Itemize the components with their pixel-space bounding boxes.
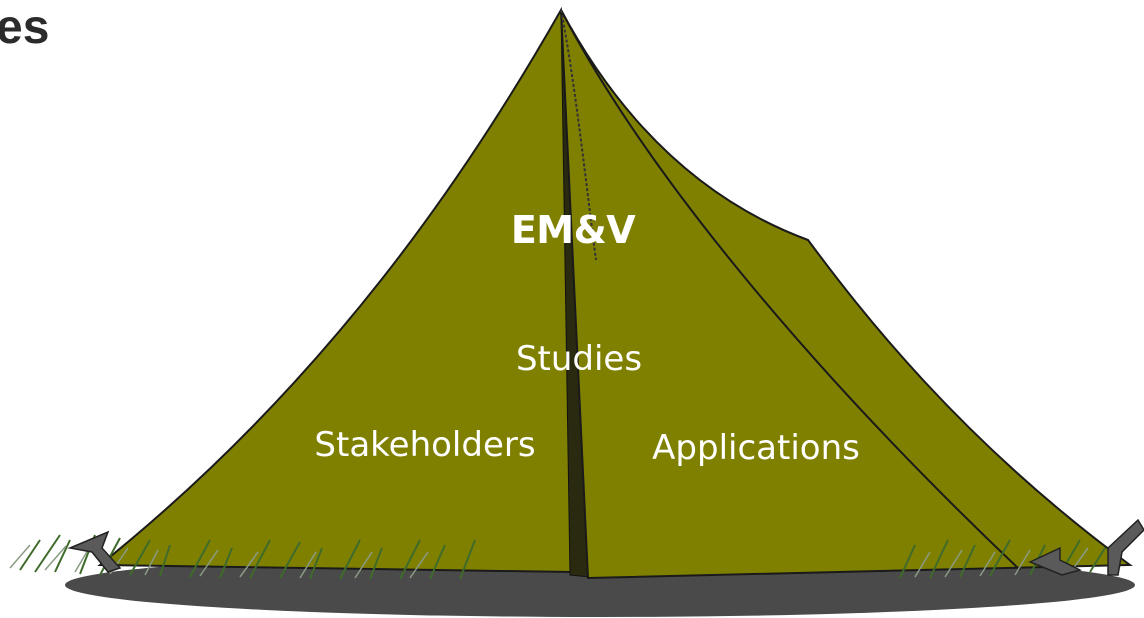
grass-left	[19, 534, 476, 580]
tent-stake-left	[67, 530, 122, 573]
label-emv: EM&V	[510, 208, 636, 252]
tent-right-panel	[560, 9, 1133, 580]
grass-left-light	[9, 544, 429, 579]
tent-stake-far-right	[1107, 518, 1144, 576]
tent-stake-right	[1028, 546, 1083, 576]
partial-slide-title: es	[0, 1, 50, 54]
label-applications: Applications	[652, 428, 860, 468]
tent-seam-right	[560, 9, 1021, 571]
tent-seam-center	[560, 9, 597, 261]
label-studies: Studies	[515, 339, 643, 379]
tent-left-panel	[97, 6, 574, 574]
label-stakeholders: Stakeholders	[314, 425, 536, 465]
grass-right-light	[914, 547, 1089, 578]
